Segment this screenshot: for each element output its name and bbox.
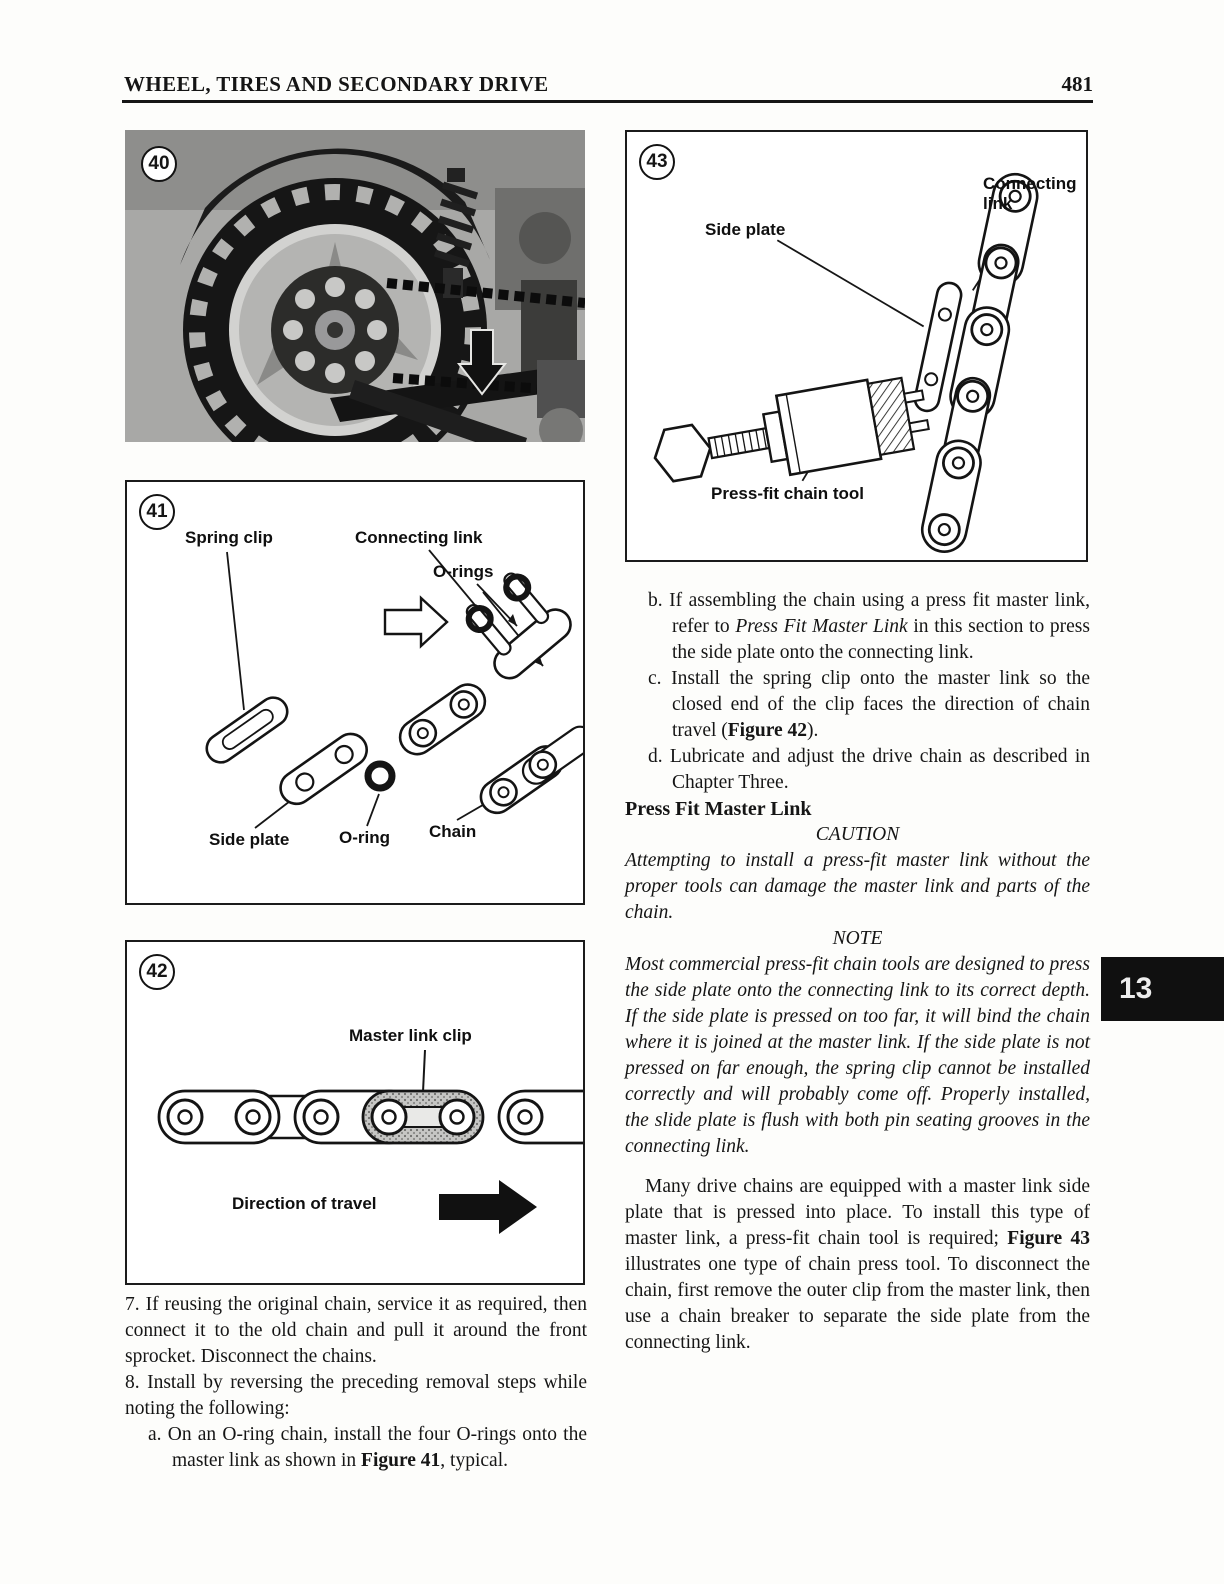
left-column-text: 7. If reusing the original chain, servic… xyxy=(125,1292,587,1474)
figure-41-master-link: 41 Spring clip Connecting link O-rings S… xyxy=(125,480,585,905)
side-plate-label: Side plate xyxy=(209,830,290,849)
page-number: 481 xyxy=(1061,72,1094,96)
note-body: Most commercial press-fit chain tools ar… xyxy=(625,954,1090,1157)
right-column-text: b. If assembling the chain using a press… xyxy=(625,588,1090,1356)
press-fit-chain-tool-label: Press-fit chain tool xyxy=(711,484,865,503)
spring-clip-part xyxy=(205,696,289,764)
figure-43-press-fit-tool: 43 Connecting link Side plate Press-fit … xyxy=(625,130,1088,562)
item-c: c. Install the spring clip onto the mast… xyxy=(648,668,1090,741)
caution-title: CAUTION xyxy=(815,824,900,845)
master-link-exploded-drawing xyxy=(205,549,583,829)
figure-42-chain-direction: 42 Master link clip Direction of travel xyxy=(125,940,585,1285)
press-tool xyxy=(653,376,930,483)
caution-body: Attempting to install a press-fit master… xyxy=(625,850,1090,923)
direction-of-travel-arrow xyxy=(439,1180,537,1234)
step-7: 7. If reusing the original chain, servic… xyxy=(125,1294,587,1367)
chain-direction-arrow-down xyxy=(456,329,508,396)
section-heading: Press Fit Master Link xyxy=(625,798,812,820)
connecting-link-label: Connecting link xyxy=(355,528,483,547)
figure-number-badge: 41 xyxy=(139,494,175,530)
step-8: 8. Install by reversing the preceding re… xyxy=(125,1372,587,1419)
header-rule xyxy=(122,100,1093,103)
chain-end-part xyxy=(479,725,583,815)
chain-assembly xyxy=(913,172,1039,553)
assembly-direction-arrow xyxy=(383,595,449,649)
o-ring-part xyxy=(364,760,396,792)
figure-number-badge: 42 xyxy=(139,954,175,990)
side-plate-label: Side plate xyxy=(705,220,786,239)
chain-label: Chain xyxy=(429,822,477,841)
chapter-tab: 13 xyxy=(1101,957,1224,1021)
page-title: WHEEL, TIRES AND SECONDARY DRIVE xyxy=(124,72,549,96)
closing-paragraph: Many drive chains are equipped with a ma… xyxy=(625,1176,1090,1353)
chain-side-view-drawing xyxy=(157,1049,583,1234)
side-plate-part xyxy=(279,732,368,806)
figure-42-reference: Figure 42 xyxy=(727,720,808,741)
o-ring-label: O-ring xyxy=(339,828,390,847)
figure-number-badge: 43 xyxy=(639,144,675,180)
press-fit-chain-tool-drawing xyxy=(653,172,1039,553)
inner-link-part xyxy=(398,683,487,756)
spring-clip-label: Spring clip xyxy=(185,528,273,547)
figure-41-reference: Figure 41 xyxy=(361,1450,441,1471)
figure-number-badge: 40 xyxy=(141,146,177,182)
item-b: b. If assembling the chain using a press… xyxy=(648,590,1090,663)
figure-43-reference: Figure 43 xyxy=(1007,1228,1090,1249)
note-title: NOTE xyxy=(832,928,883,949)
connecting-link-label: Connecting link xyxy=(983,174,1077,213)
item-d: d. Lubricate and adjust the drive chain … xyxy=(648,746,1090,793)
press-fit-master-link-reference: Press Fit Master Link xyxy=(735,616,908,637)
direction-of-travel-label: Direction of travel xyxy=(232,1194,377,1213)
step-8a: a. On an O-ring chain, install the four … xyxy=(148,1424,587,1471)
connecting-link-part xyxy=(465,572,572,680)
o-rings-label: O-rings xyxy=(433,562,494,581)
figure-40-photo: 40 xyxy=(125,130,585,442)
motorcycle-rear-wheel-photo xyxy=(125,130,585,442)
master-link-clip-label: Master link clip xyxy=(349,1026,472,1045)
